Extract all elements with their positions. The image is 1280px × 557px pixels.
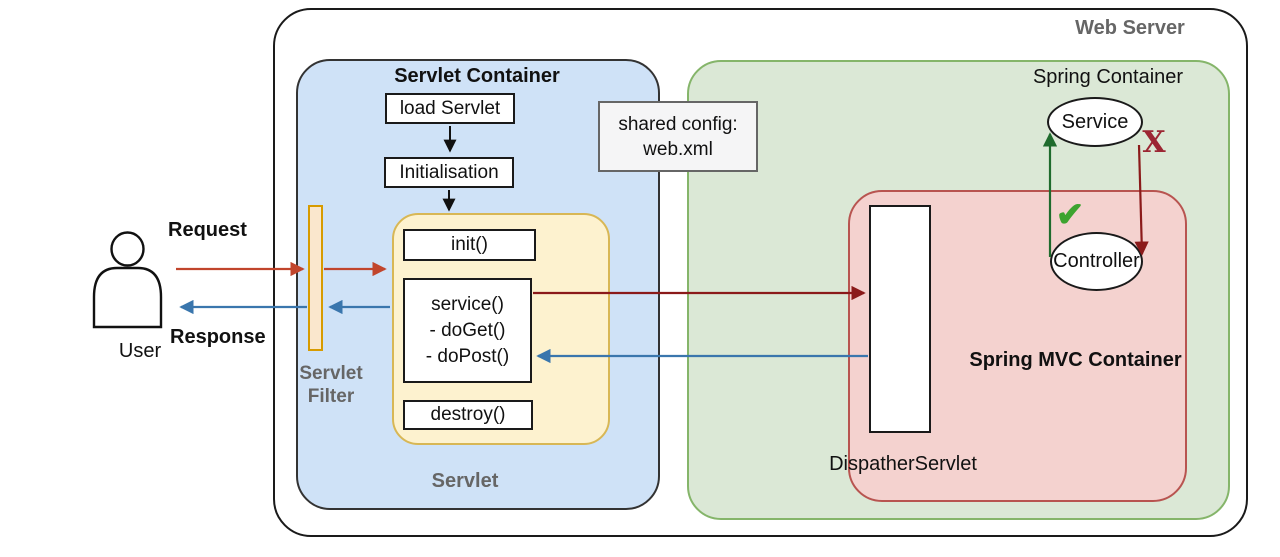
service-box: service() - doGet() - doPost() xyxy=(403,278,532,383)
web-server-title: Web Server xyxy=(1075,17,1185,39)
initialisation-box: Initialisation xyxy=(384,157,514,188)
init-box: init() xyxy=(403,229,536,261)
check-icon: ✔ xyxy=(1055,196,1085,234)
spring-container-title: Spring Container xyxy=(1032,66,1184,88)
destroy-box: destroy() xyxy=(403,400,533,430)
spring-mvc-title: Spring MVC Container xyxy=(969,349,1182,371)
servlet-filter-label: Servlet Filter xyxy=(281,362,381,408)
request-label: Request xyxy=(168,219,247,241)
service-ellipse: Service xyxy=(1047,97,1143,147)
service-line: service() xyxy=(431,293,504,315)
response-label: Response xyxy=(170,326,266,348)
cross-icon: X xyxy=(1142,125,1166,160)
servlet-filter-bar xyxy=(308,205,323,351)
user-icon xyxy=(92,231,163,329)
controller-ellipse: Controller xyxy=(1050,232,1143,291)
user-label: User xyxy=(118,340,162,362)
servlet-container-title: Servlet Container xyxy=(394,65,560,87)
dispatcher-servlet-bar xyxy=(869,205,931,433)
load-servlet-box: load Servlet xyxy=(385,93,515,124)
dispatcher-servlet-label: DispatherServlet xyxy=(829,453,977,475)
shared-config-line1: shared config: xyxy=(618,113,738,135)
servlet-filter-line2: Filter xyxy=(307,386,355,407)
doget-line: - doGet() xyxy=(429,319,506,341)
servlet-filter-line1: Servlet xyxy=(299,363,363,384)
shared-config-line2: web.xml xyxy=(643,138,713,160)
shared-config-note: shared config: web.xml xyxy=(598,101,758,172)
servlet-group-title: Servlet xyxy=(431,470,499,492)
dopost-line: - doPost() xyxy=(425,345,510,367)
